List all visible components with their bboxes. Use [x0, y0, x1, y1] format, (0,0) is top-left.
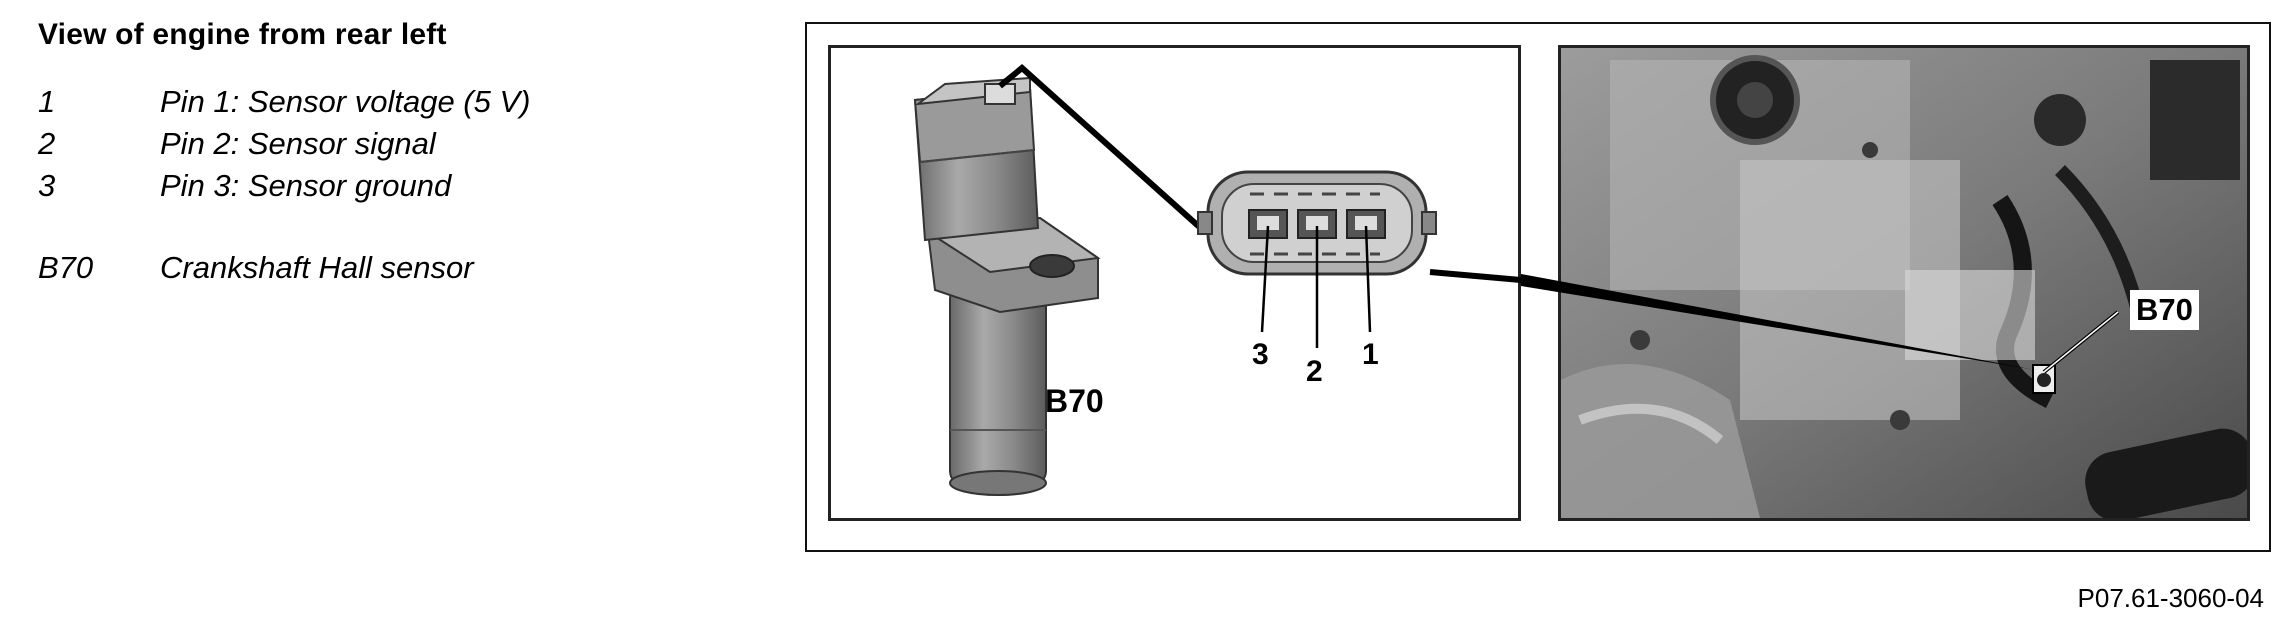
- figure-id: P07.61-3060-04: [2077, 583, 2264, 613]
- legend-code: 1: [38, 84, 56, 119]
- legend-code: 2: [38, 126, 56, 161]
- legend-title: View of engine from rear left: [38, 18, 447, 51]
- legend-desc: Pin 3: Sensor ground: [160, 168, 452, 203]
- sensor-label: B70: [1045, 383, 1104, 419]
- engine-photo: [1561, 48, 2247, 518]
- legend-desc: Pin 1: Sensor voltage (5 V): [160, 84, 531, 119]
- figure-frame: [805, 22, 2271, 552]
- legend-item-1: 1 Pin 1: Sensor voltage (5 V): [38, 84, 758, 126]
- callout-wedge: [1521, 274, 2036, 370]
- legend-code: 3: [38, 168, 56, 203]
- legend-desc: Crankshaft Hall sensor: [160, 250, 474, 285]
- pin-label-3: 3: [1252, 338, 1269, 371]
- legend-desc: Pin 2: Sensor signal: [160, 126, 436, 161]
- legend-item-b70: B70 Crankshaft Hall sensor: [38, 250, 758, 292]
- legend-code: B70: [38, 250, 94, 285]
- connector-face-drawing: [1197, 170, 1437, 348]
- pin-label-2: 2: [1306, 355, 1323, 388]
- legend-item-2: 2 Pin 2: Sensor signal: [38, 126, 758, 168]
- legend: View of engine from rear left 1 Pin 1: S…: [38, 18, 758, 292]
- legend-item-3: 3 Pin 3: Sensor ground: [38, 168, 758, 210]
- crankshaft-sensor-drawing: [913, 64, 1208, 496]
- pin-label-1: 1: [1362, 338, 1379, 371]
- photo-b70-label: B70: [2130, 290, 2199, 330]
